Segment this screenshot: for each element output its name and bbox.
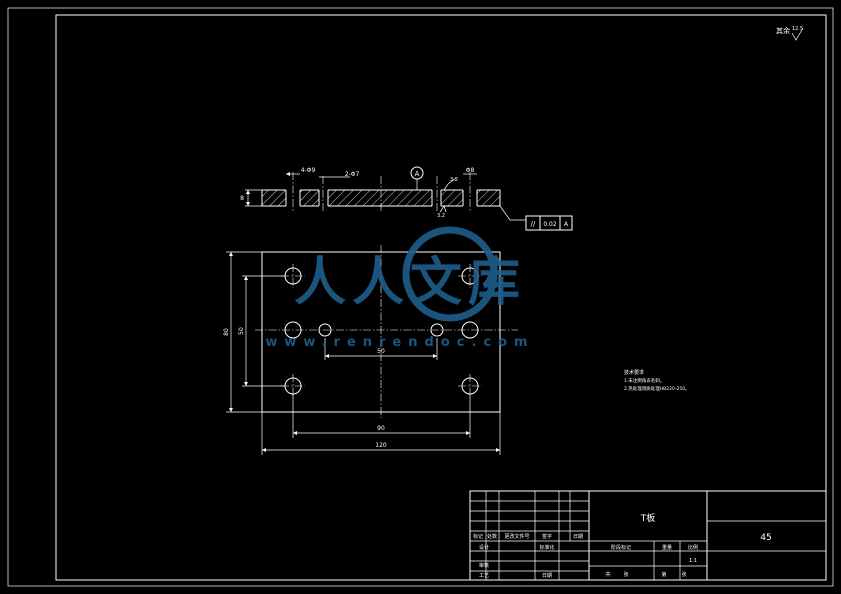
tb-of: 张 bbox=[681, 571, 686, 578]
tech-notes-line2: 2.热处理调质处理HB220-250。 bbox=[624, 385, 690, 392]
dim-overall-height: 80 bbox=[223, 328, 230, 336]
tb-stage: 阶段标记 bbox=[611, 544, 631, 551]
watermark-brand: 人人文库 bbox=[294, 253, 526, 313]
tb-scale: 比例 bbox=[688, 544, 698, 551]
inner-frame bbox=[55, 14, 827, 581]
tb-sheet: 张 bbox=[623, 571, 628, 578]
plan-view: 50 90 120 80 50 bbox=[223, 245, 518, 455]
tb-material: 45 bbox=[760, 533, 771, 543]
tb-date: 日期 bbox=[573, 534, 583, 540]
outer-frame bbox=[7, 7, 834, 587]
roughness-note-text: 其余 bbox=[776, 26, 790, 35]
watermark: 人人文库 www.renrendoc.com bbox=[265, 226, 534, 350]
tb-design: 设计 bbox=[479, 544, 489, 551]
tolerance-symbol: // bbox=[531, 220, 536, 228]
dim-overall-width: 120 bbox=[375, 442, 387, 449]
hole bbox=[461, 321, 479, 339]
hole-small bbox=[318, 323, 332, 337]
tb-part-name: T板 bbox=[640, 512, 656, 524]
tolerance-value: 0.02 bbox=[543, 221, 557, 228]
section-view: 4-Φ9 2-Φ7 Φ8 8 A 3.2 3.2 // 0.02 A bbox=[240, 166, 573, 231]
tb-weight: 重量 bbox=[662, 544, 672, 551]
roughness-note: 其余 12.5 bbox=[776, 26, 804, 41]
tb-mark: 标记 bbox=[473, 533, 483, 540]
tb-no: 第 bbox=[661, 571, 666, 578]
thickness-dim: 8 bbox=[240, 195, 244, 202]
hole-callout-b: 2-Φ7 bbox=[345, 171, 360, 178]
tb-count: 处数 bbox=[487, 533, 497, 540]
roughness-upper: 3.2 bbox=[450, 177, 458, 183]
watermark-url: www.renrendoc.com bbox=[265, 335, 534, 350]
datum-label: A bbox=[415, 170, 420, 178]
tb-total: 共 bbox=[605, 571, 610, 578]
tb-scale-value: 1:1 bbox=[689, 558, 697, 564]
tb-check: 审核 bbox=[479, 562, 489, 569]
counterbore-dim: Φ8 bbox=[466, 167, 475, 174]
dim-hole-span: 90 bbox=[377, 425, 385, 432]
title-block: 标记 处数 更改文件号 签字 日期 设计 标准化 审核 工艺 日期 T板 45 … bbox=[469, 490, 827, 581]
tb-approve: 日期 bbox=[542, 573, 552, 579]
dim-inner-span: 50 bbox=[377, 348, 385, 355]
tolerance-datum: A bbox=[564, 221, 569, 228]
hole bbox=[284, 321, 302, 339]
tech-notes-line1: 1.未注倒角去毛刺。 bbox=[624, 377, 664, 384]
technical-notes: 技术要求 1.未注倒角去毛刺。 2.热处理调质处理HB220-250。 bbox=[624, 369, 690, 392]
dim-hole-height: 50 bbox=[238, 327, 245, 335]
tb-process: 工艺 bbox=[479, 573, 489, 579]
hole-small bbox=[430, 323, 444, 337]
tech-notes-title: 技术要求 bbox=[624, 369, 644, 376]
tolerance-frame bbox=[525, 215, 573, 231]
watermark-logo-ring bbox=[402, 226, 498, 322]
hole-callout-a: 4-Φ9 bbox=[301, 167, 316, 174]
roughness-lower: 3.2 bbox=[437, 213, 445, 219]
roughness-symbol bbox=[791, 27, 804, 41]
roughness-note-value: 12.5 bbox=[792, 26, 803, 32]
tb-sign: 签字 bbox=[542, 533, 552, 540]
tb-std: 标准化 bbox=[539, 544, 554, 551]
tb-zone: 更改文件号 bbox=[504, 533, 529, 540]
